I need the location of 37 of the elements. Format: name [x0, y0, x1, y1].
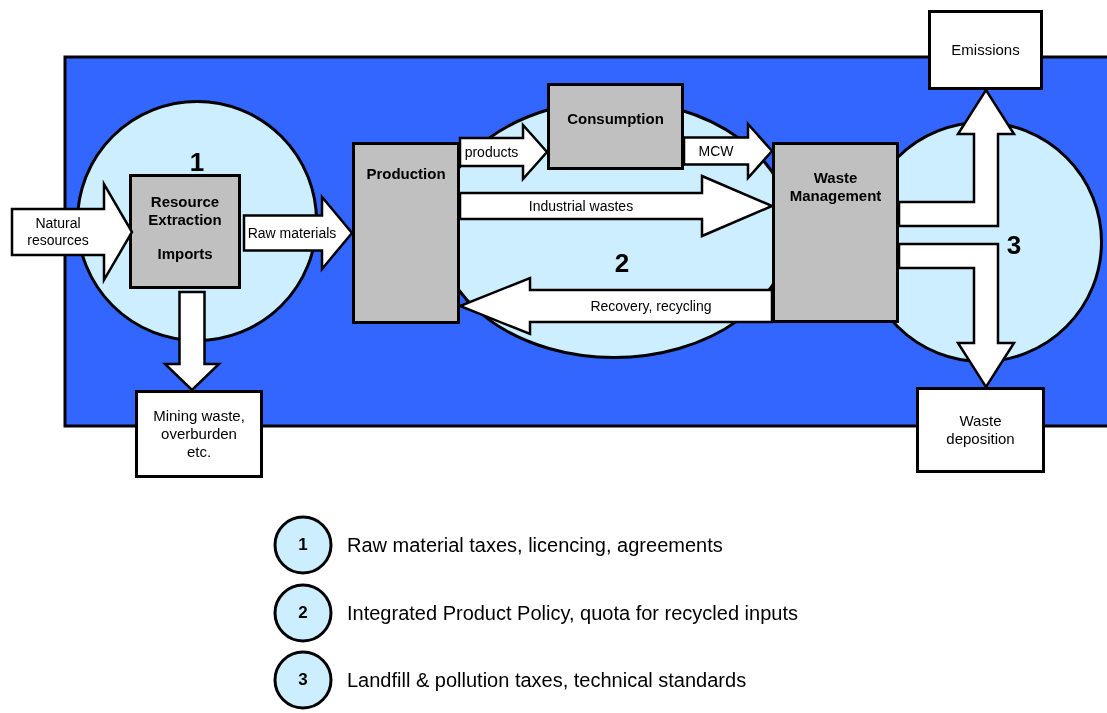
legend-number: 3 — [297, 670, 309, 690]
box-label: Consumption — [567, 110, 664, 128]
zone-number: 3 — [1005, 230, 1023, 260]
box-label: Mining waste, overburden etc. — [152, 407, 246, 461]
box-label: Waste Management — [788, 169, 883, 205]
process-box — [772, 142, 899, 323]
legend-text: Integrated Product Policy, quota for recycled inputs — [347, 601, 798, 625]
block-arrow — [682, 120, 774, 182]
box-label: Imports — [157, 245, 213, 263]
block-arrow — [242, 193, 354, 273]
legend-text: Landfill & pollution taxes, technical standards — [347, 668, 747, 692]
arrow-label: products — [463, 143, 520, 161]
box-label: Resource Extraction — [147, 193, 223, 229]
block-arrow — [458, 121, 549, 183]
process-box — [352, 142, 460, 324]
box-label: Emissions — [951, 41, 1020, 59]
zone-number: 1 — [188, 147, 206, 177]
arrow-label: Natural resources — [26, 215, 90, 249]
legend-number: 2 — [297, 603, 309, 623]
arrow-label: Industrial wastes — [527, 197, 635, 215]
zone-number: 2 — [613, 248, 631, 278]
output-box — [135, 390, 263, 478]
box-label: Waste deposition — [945, 412, 1016, 448]
block-arrow — [897, 87, 1017, 228]
process-box — [547, 83, 684, 170]
legend-text: Raw material taxes, licencing, agreements — [347, 533, 723, 557]
arrow-label: Recovery, recycling — [589, 297, 713, 315]
legend-number: 1 — [297, 535, 309, 555]
output-box — [916, 387, 1045, 473]
block-arrow — [161, 290, 223, 392]
arrow-label: Raw materials — [246, 224, 338, 242]
output-box — [928, 10, 1043, 90]
box-label: Production — [366, 165, 446, 183]
arrow-label: MCW — [697, 142, 735, 160]
block-arrow — [897, 242, 1017, 390]
process-box — [129, 174, 241, 289]
block-arrow — [10, 179, 134, 285]
